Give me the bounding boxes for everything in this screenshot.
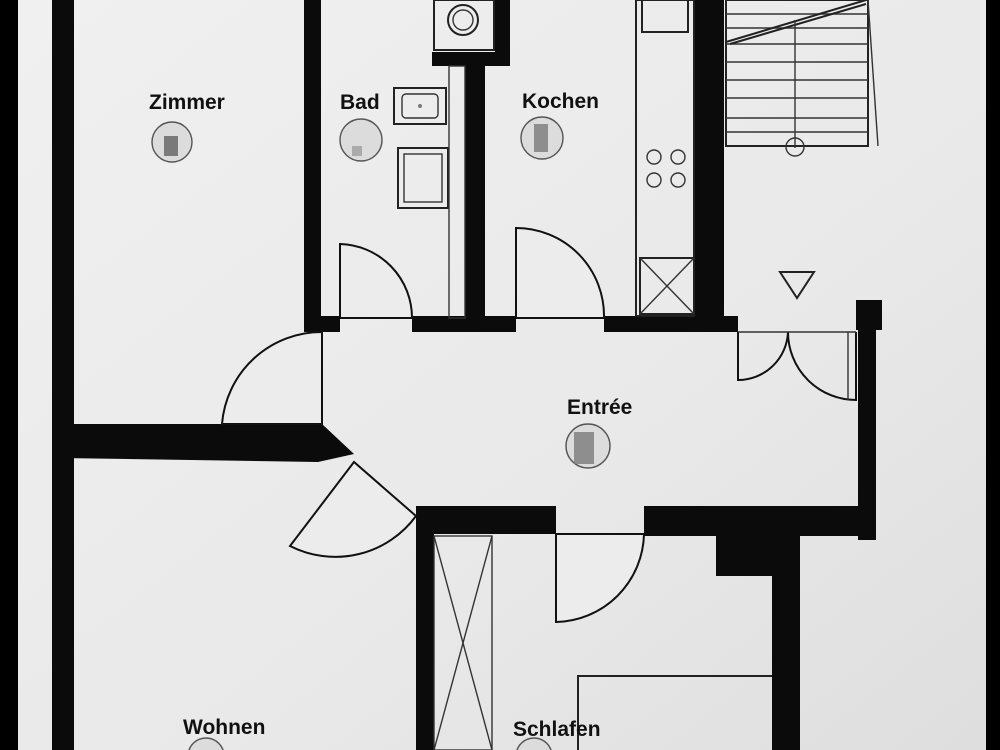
wall-niche-top — [432, 52, 510, 66]
room-label-kochen: Kochen — [522, 90, 599, 113]
bed-outline — [577, 675, 772, 750]
wall-kochen-stair — [694, 0, 724, 330]
room-label-wohnen: Wohnen — [183, 716, 265, 739]
frame-left — [0, 0, 18, 750]
wall-bad-kochen — [465, 60, 485, 330]
wall-outer-left — [52, 0, 74, 750]
room-marker-icon — [188, 737, 224, 750]
wall-entree-right — [858, 330, 876, 540]
wall-entree-top-left — [304, 316, 340, 332]
wardrobe — [433, 535, 493, 750]
sink-icon — [393, 87, 447, 125]
room-marker-icon — [516, 737, 552, 750]
room-marker-icon — [520, 116, 564, 160]
room-label-zimmer: Zimmer — [149, 91, 225, 114]
wall-entree-top-mid — [412, 316, 516, 332]
room-marker-icon — [565, 423, 611, 469]
walls — [52, 0, 882, 750]
room-label-bad: Bad — [340, 91, 380, 114]
kitchen-counter — [635, 0, 695, 317]
doors — [220, 226, 857, 624]
room-marker-icon — [151, 121, 193, 163]
wall-wohnen-schlafen — [416, 520, 434, 750]
wall-lower-right — [772, 520, 800, 750]
washing-machine-icon — [433, 0, 495, 51]
wall-zimmer-wohnen — [60, 424, 354, 462]
stove-icon — [646, 149, 686, 188]
shaft — [448, 65, 466, 319]
frame-right — [986, 0, 1000, 750]
wall-niche-right — [495, 0, 510, 66]
room-label-schlafen: Schlafen — [513, 718, 601, 741]
wall-entree-top-right — [604, 316, 738, 332]
room-marker-icon — [339, 118, 383, 162]
room-markers — [151, 116, 611, 750]
direction-triangle-icon — [778, 271, 816, 300]
room-label-entree: Entrée — [567, 396, 632, 419]
wall-entree-bottom-left — [416, 506, 556, 534]
staircase-icon — [725, 0, 879, 157]
wall-zimmer-bad — [304, 0, 321, 332]
bathtub-icon — [397, 147, 449, 209]
wall-entree-right-top — [856, 300, 882, 330]
